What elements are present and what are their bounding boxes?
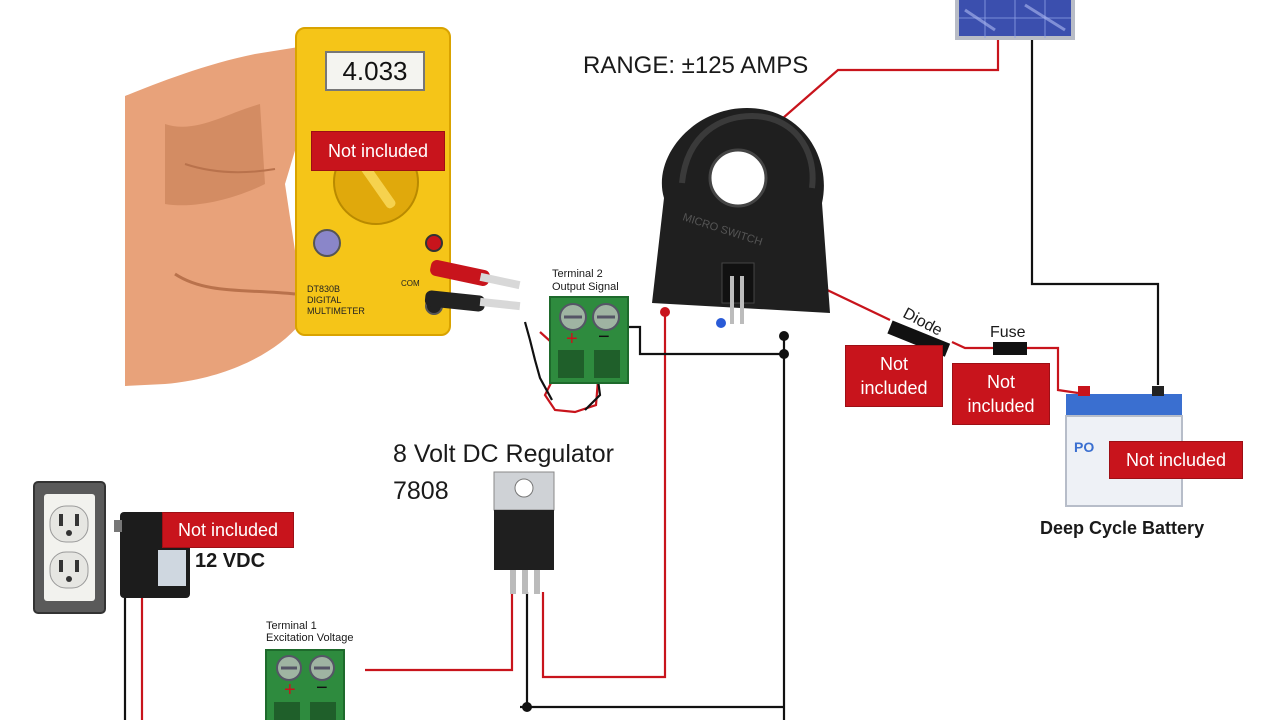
not-included-diode: Not included (845, 345, 943, 407)
junction-black-dot-2 (779, 349, 789, 359)
not-included-multimeter: Not included (311, 131, 445, 171)
wire-fuse-to-battery (1027, 346, 1079, 395)
battery-label: Deep Cycle Battery (1040, 518, 1205, 538)
multimeter-model: DT830B (307, 284, 341, 294)
multimeter-display: 4.033 (325, 51, 425, 91)
wire-terminal1-to-reg (365, 592, 514, 672)
svg-text:PO: PO (1074, 439, 1094, 455)
junction-black-dot-1 (779, 331, 789, 341)
hand-image (125, 46, 305, 386)
regulator-label: 8 Volt DC Regulator 7808 (393, 436, 614, 510)
regulator-line1: 8 Volt DC Regulator (393, 440, 614, 468)
junction-blue-dot (716, 318, 726, 328)
current-sensor: MICRO SWITCH (652, 108, 830, 324)
wire-meter-black-b (584, 379, 602, 411)
not-included-battery: Not included (1109, 441, 1243, 479)
wire-terminal2-ground (628, 325, 785, 356)
wire-solar-to-battery (1030, 0, 1160, 385)
svg-text:−: − (598, 326, 610, 348)
terminal1-line2: Excitation Voltage (266, 632, 354, 644)
multimeter-model-text: DT830B DIGITAL MULTIMETER (307, 284, 365, 317)
terminal2-line2: Output Signal (552, 281, 619, 293)
terminal1-block: + − (265, 649, 345, 720)
svg-text:−: − (316, 677, 328, 699)
terminal2-label: Terminal 2 Output Signal (552, 268, 619, 294)
terminal1-line1: Terminal 1 (266, 620, 317, 632)
solar-panel (955, 0, 1075, 40)
voltage-regulator (493, 471, 555, 594)
terminal2-line1: Terminal 2 (552, 268, 603, 280)
junction-black-dot-3 (522, 702, 532, 712)
test-leads (424, 260, 521, 312)
adapter-voltage: 12 VDC (195, 550, 266, 572)
range-label: RANGE: ±125 AMPS (583, 52, 809, 79)
svg-text:+: + (566, 328, 578, 350)
svg-text:+: + (284, 679, 296, 701)
junction-red-dot (660, 307, 670, 317)
not-included-adapter: Not included (162, 512, 294, 548)
wire-output-to-reg (541, 312, 667, 679)
multimeter-socket (313, 229, 341, 257)
multimeter-com-label: COM (401, 279, 420, 288)
multimeter-line2: MULTIMETER (307, 306, 365, 316)
not-included-fuse: Not included (952, 363, 1050, 425)
wire-meter-black (523, 321, 553, 401)
multimeter-line1: DIGITAL (307, 295, 342, 305)
wall-outlet (33, 481, 106, 614)
multimeter-port-red (425, 234, 443, 252)
terminal2-block: + − (549, 296, 629, 384)
regulator-line2: 7808 (393, 477, 449, 505)
wire-diode-to-fuse (951, 341, 993, 350)
fuse-label: Fuse (990, 324, 1026, 341)
terminal1-label: Terminal 1 Excitation Voltage (266, 620, 353, 644)
multimeter-reading: 4.033 (342, 55, 408, 86)
fuse (993, 342, 1027, 355)
